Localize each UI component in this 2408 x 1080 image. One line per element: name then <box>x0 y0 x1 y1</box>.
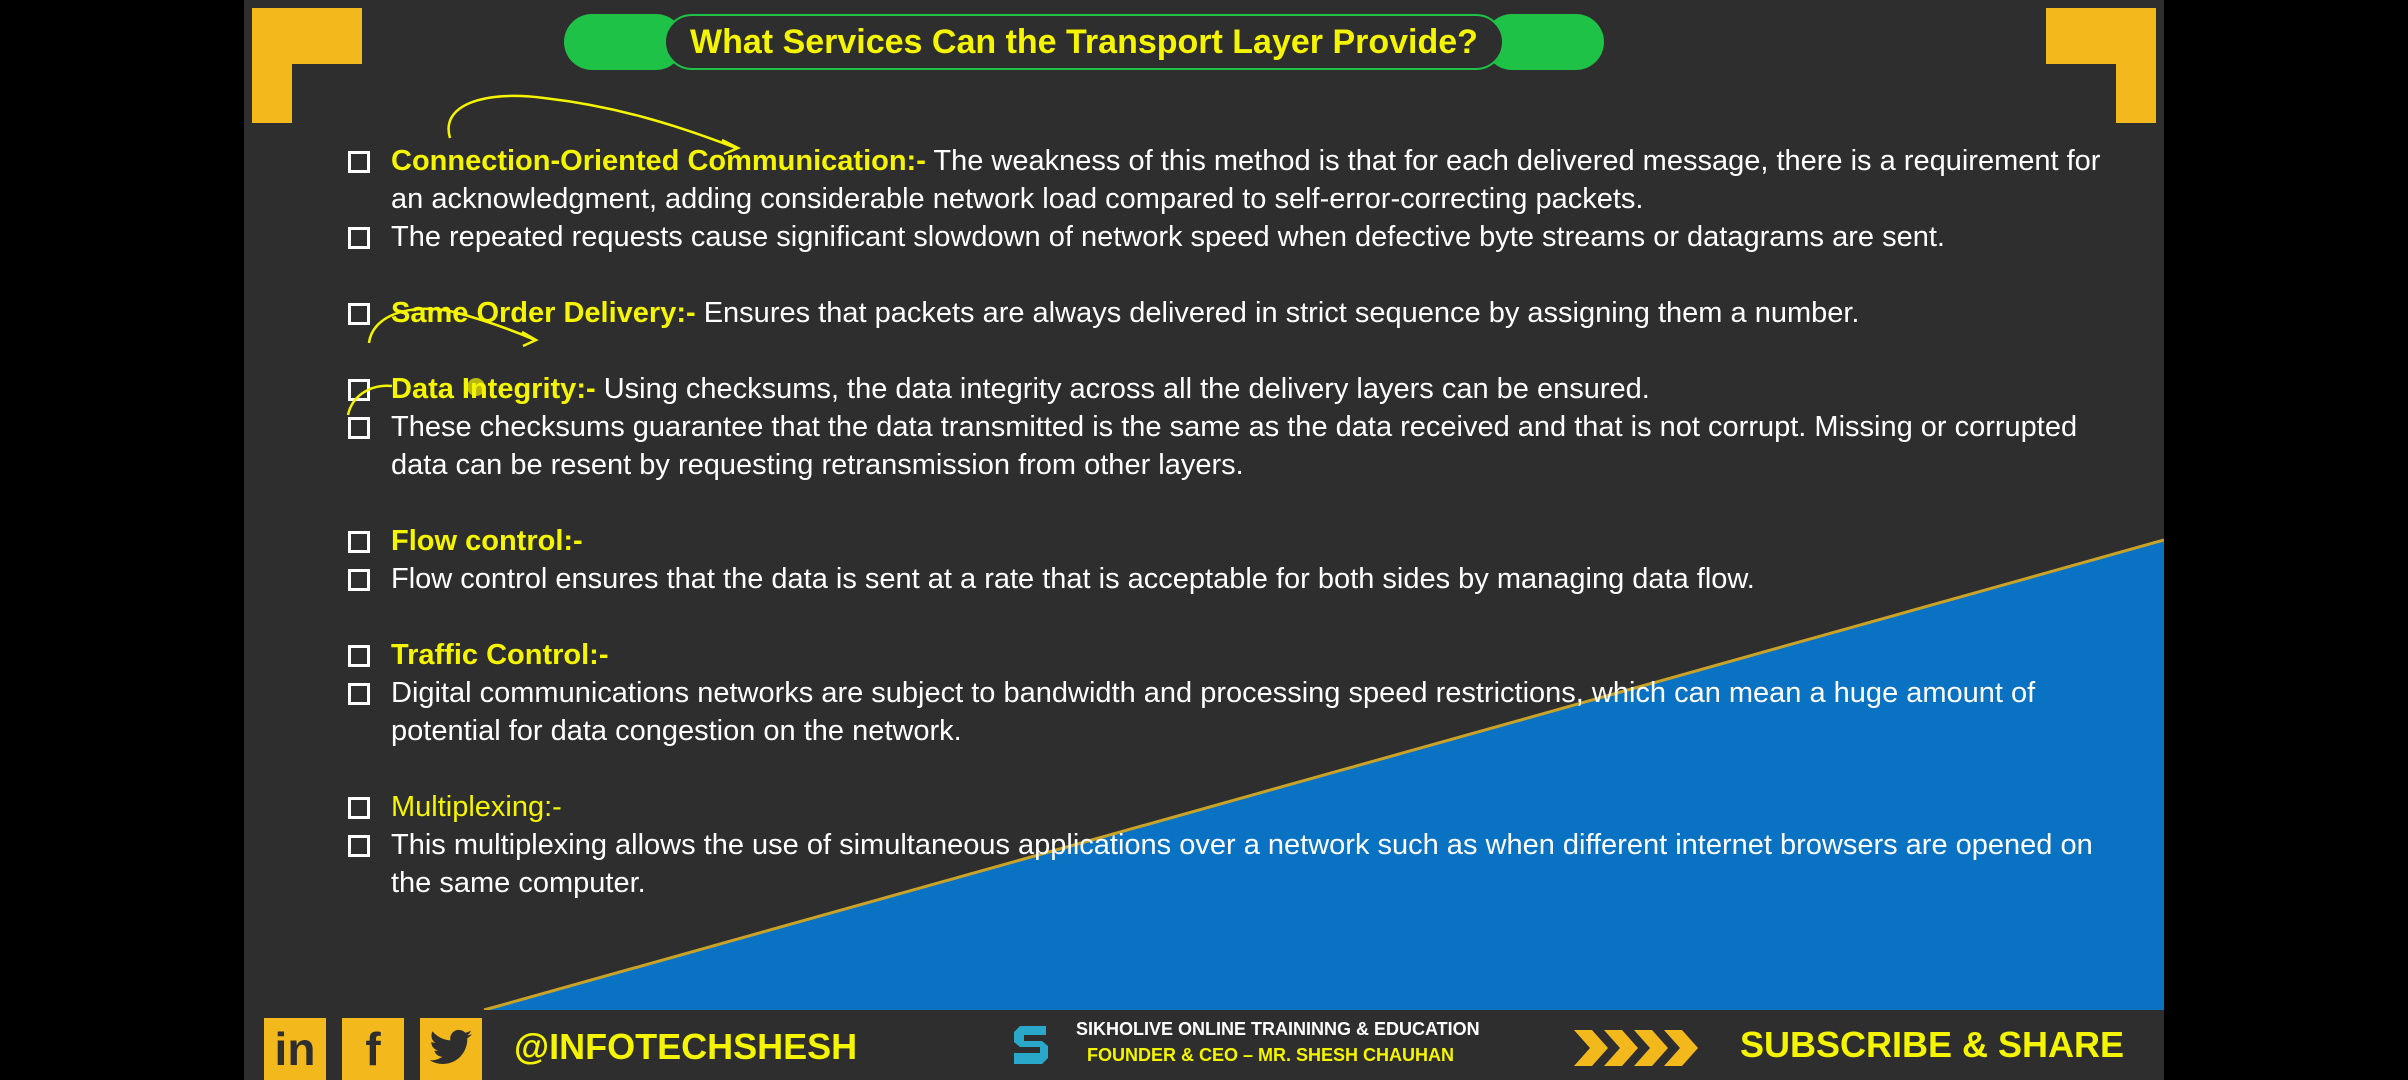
page-title: What Services Can the Transport Layer Pr… <box>690 22 1478 61</box>
title-banner: What Services Can the Transport Layer Pr… <box>564 14 1604 70</box>
list-item-data-integrity: Data Integrity:- Using checksums, the da… <box>348 370 2128 408</box>
brand-name: SIKHOLIVE ONLINE TRAININNG & EDUCATION <box>1076 1019 1480 1039</box>
item-body: Ensures that packets are always delivere… <box>695 297 1860 329</box>
checkbox-bullet-icon <box>348 683 370 705</box>
item-heading: Same Order Delivery:- <box>391 297 696 329</box>
list-item: The repeated requests cause significant … <box>348 218 2128 256</box>
checkbox-bullet-icon <box>348 379 370 401</box>
sikholive-logo <box>1014 1026 1048 1064</box>
list-item-same-order-delivery: Same Order Delivery:- Ensures that packe… <box>348 294 2128 332</box>
slide: What Services Can the Transport Layer Pr… <box>244 0 2164 1080</box>
list-item: These checksums guarantee that the data … <box>348 408 2128 484</box>
facebook-icon[interactable]: f <box>342 1018 404 1080</box>
checkbox-bullet-icon <box>348 569 370 591</box>
item-body: The weakness of this method is that for … <box>391 145 2101 215</box>
linkedin-icon[interactable]: in <box>264 1018 326 1080</box>
checkbox-bullet-icon <box>348 835 370 857</box>
list-item-traffic-control: Traffic Control:- <box>348 636 2128 674</box>
list-item: Digital communications networks are subj… <box>348 674 2128 750</box>
checkbox-bullet-icon <box>348 151 370 173</box>
corner-bracket-top-right <box>2046 8 2156 123</box>
corner-bracket-top-left <box>252 8 362 123</box>
subscribe-share-cta[interactable]: SUBSCRIBE & SHARE <box>1740 1024 2125 1065</box>
brand-founder: FOUNDER & CEO – MR. SHESH CHAUHAN <box>1087 1045 1455 1065</box>
item-body: Using checksums, the data integrity acro… <box>595 373 1650 405</box>
bullet-list: Connection-Oriented Communication:- The … <box>348 142 2128 902</box>
social-handle: @INFOTECHSHESH <box>514 1026 858 1067</box>
list-item-multiplexing: Multiplexing:- <box>348 788 2128 826</box>
item-body: These checksums guarantee that the data … <box>391 411 2078 481</box>
checkbox-bullet-icon <box>348 645 370 667</box>
item-body: Flow control ensures that the data is se… <box>391 563 1755 595</box>
item-body: Digital communications networks are subj… <box>391 677 2036 747</box>
chevrons-icon <box>1574 1030 1698 1066</box>
footer-bar: in f @INFOTECHSHESH SIKHOLIVE ONLINE TRA… <box>244 1010 2164 1080</box>
twitter-icon[interactable] <box>420 1018 482 1080</box>
list-item-connection-oriented: Connection-Oriented Communication:- The … <box>348 142 2128 218</box>
item-heading: Flow control:- <box>391 525 583 557</box>
item-body: The repeated requests cause significant … <box>391 221 1945 253</box>
title-pill-right <box>1484 14 1604 70</box>
item-heading: Traffic Control:- <box>391 639 609 671</box>
item-body: This multiplexing allows the use of simu… <box>391 829 2093 899</box>
checkbox-bullet-icon <box>348 797 370 819</box>
item-heading: Multiplexing:- <box>391 791 562 823</box>
checkbox-bullet-icon <box>348 303 370 325</box>
item-heading: Connection-Oriented Communication:- <box>391 145 926 177</box>
checkbox-bullet-icon <box>348 531 370 553</box>
item-heading: Data Integrity:- <box>391 373 596 405</box>
list-item: This multiplexing allows the use of simu… <box>348 826 2128 902</box>
list-item: Flow control ensures that the data is se… <box>348 560 2128 598</box>
checkbox-bullet-icon <box>348 417 370 439</box>
title-box: What Services Can the Transport Layer Pr… <box>664 14 1504 70</box>
checkbox-bullet-icon <box>348 227 370 249</box>
list-item-flow-control: Flow control:- <box>348 522 2128 560</box>
